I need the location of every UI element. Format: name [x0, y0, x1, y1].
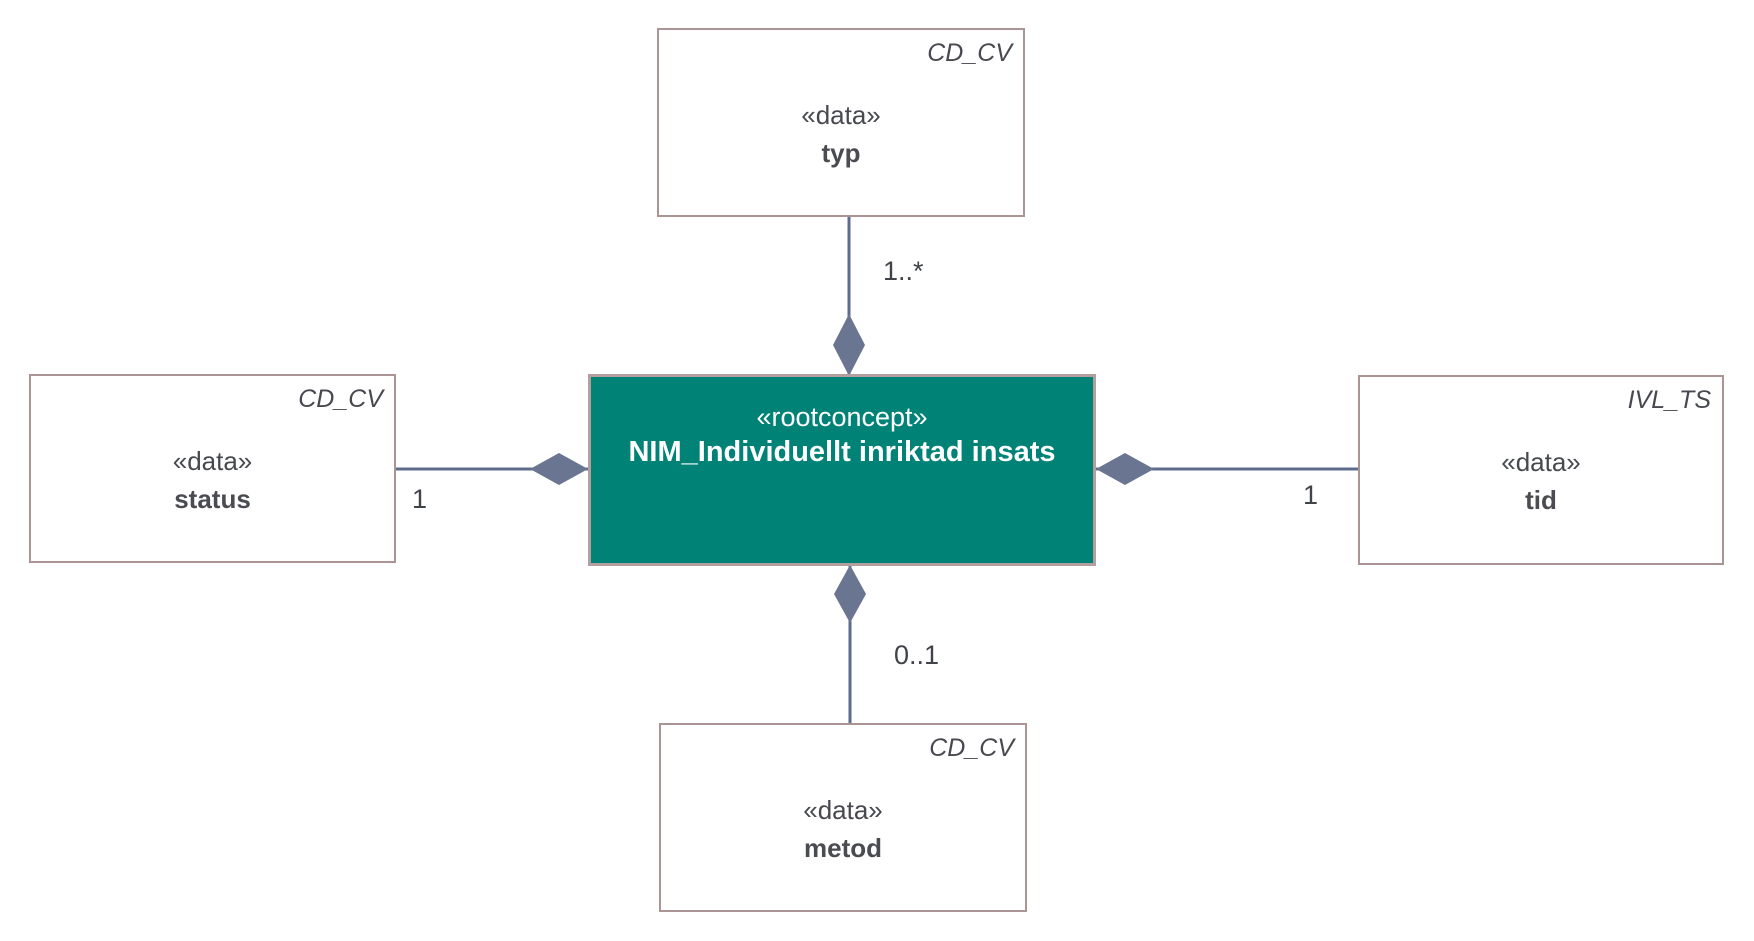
aggregation-diamond-tid-icon [1096, 453, 1154, 485]
class-name: tid [1525, 485, 1557, 515]
class-name: typ [821, 138, 861, 168]
aggregation-diamond-typ-icon [833, 314, 865, 376]
multiplicity-label-status: 1 [412, 484, 428, 514]
stereotype-label: «data» [1501, 447, 1581, 477]
stereotype-label: «rootconcept» [756, 402, 928, 432]
datatype-label: IVL_TS [1627, 386, 1711, 414]
class-node-tid: IVL_TS «data» tid [1358, 375, 1724, 565]
multiplicity-label-typ: 1..* [883, 256, 924, 286]
class-name: status [174, 484, 251, 514]
class-node-rootconcept: «rootconcept» NIM_Individuellt inriktad … [588, 374, 1096, 566]
root-concept-name: NIM_Individuellt inriktad insats [628, 436, 1056, 468]
aggregation-diamond-status-icon [530, 453, 588, 485]
class-name: metod [804, 833, 882, 863]
datatype-label: CD_CV [927, 39, 1012, 67]
class-node-status: CD_CV «data» status [29, 374, 396, 563]
datatype-label: CD_CV [298, 385, 383, 413]
multiplicity-label-tid: 1 [1303, 480, 1319, 510]
stereotype-label: «data» [801, 100, 881, 130]
multiplicity-label-metod: 0..1 [894, 640, 940, 670]
class-node-metod: CD_CV «data» metod [659, 723, 1027, 912]
datatype-label: CD_CV [929, 734, 1014, 762]
stereotype-label: «data» [803, 795, 883, 825]
aggregation-diamond-metod-icon [834, 565, 866, 623]
stereotype-label: «data» [172, 446, 253, 476]
class-node-typ: CD_CV «data» typ [657, 28, 1025, 217]
